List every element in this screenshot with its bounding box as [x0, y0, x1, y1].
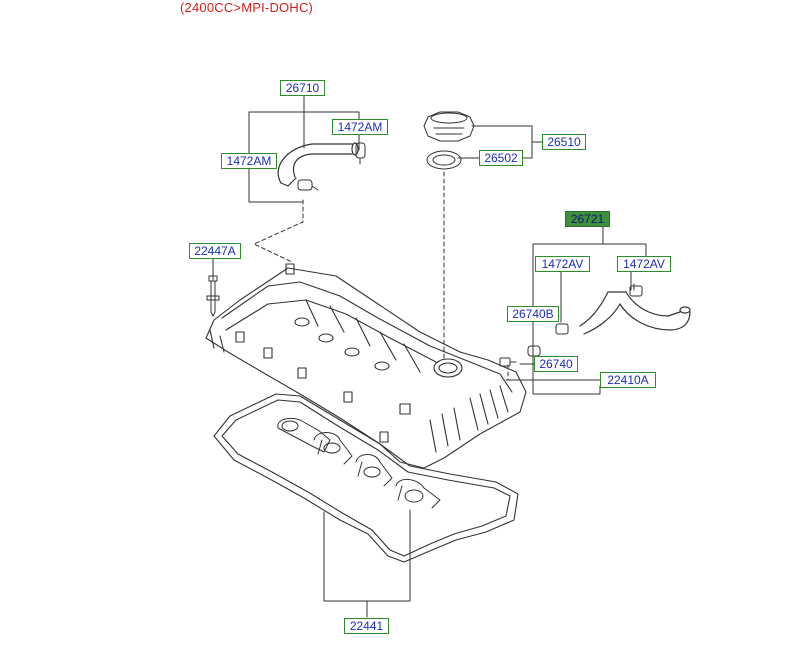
clamp-1472am — [297, 142, 366, 191]
spark-plug-seals — [277, 417, 441, 509]
cover-gasket-22441 — [213, 393, 519, 563]
label-22447a[interactable]: 22447A — [189, 243, 241, 259]
label-26510[interactable]: 26510 — [542, 134, 586, 150]
engine-spec-title: (2400CC>MPI-DOHC) — [180, 0, 314, 15]
label-22441[interactable]: 22441 — [344, 618, 389, 634]
cylinder-head-cover — [205, 263, 527, 469]
dashed-guides — [253, 171, 509, 381]
grommet-26740b — [527, 345, 541, 357]
label-26740b[interactable]: 26740B — [507, 306, 559, 322]
label-26710[interactable]: 26710 — [280, 80, 325, 96]
label-26502[interactable]: 26502 — [479, 150, 523, 166]
label-1472am-left[interactable]: 1472AM — [221, 153, 277, 169]
label-1472am-right[interactable]: 1472AM — [332, 119, 388, 135]
label-22410a[interactable]: 22410A — [600, 372, 656, 388]
pcv-valve-26740 — [499, 357, 517, 367]
label-1472av-left[interactable]: 1472AV — [535, 256, 590, 272]
filler-cap-gasket — [426, 150, 462, 170]
label-26721[interactable]: 26721 — [565, 211, 610, 227]
oil-filler-cap — [423, 111, 475, 142]
label-26740[interactable]: 26740 — [534, 356, 578, 372]
label-1472av-right[interactable]: 1472AV — [617, 256, 671, 272]
bolt-22447a — [206, 275, 220, 317]
clamp-1472av — [555, 283, 643, 335]
pcv-hose-26721 — [579, 291, 691, 335]
hose-26710 — [277, 142, 359, 187]
